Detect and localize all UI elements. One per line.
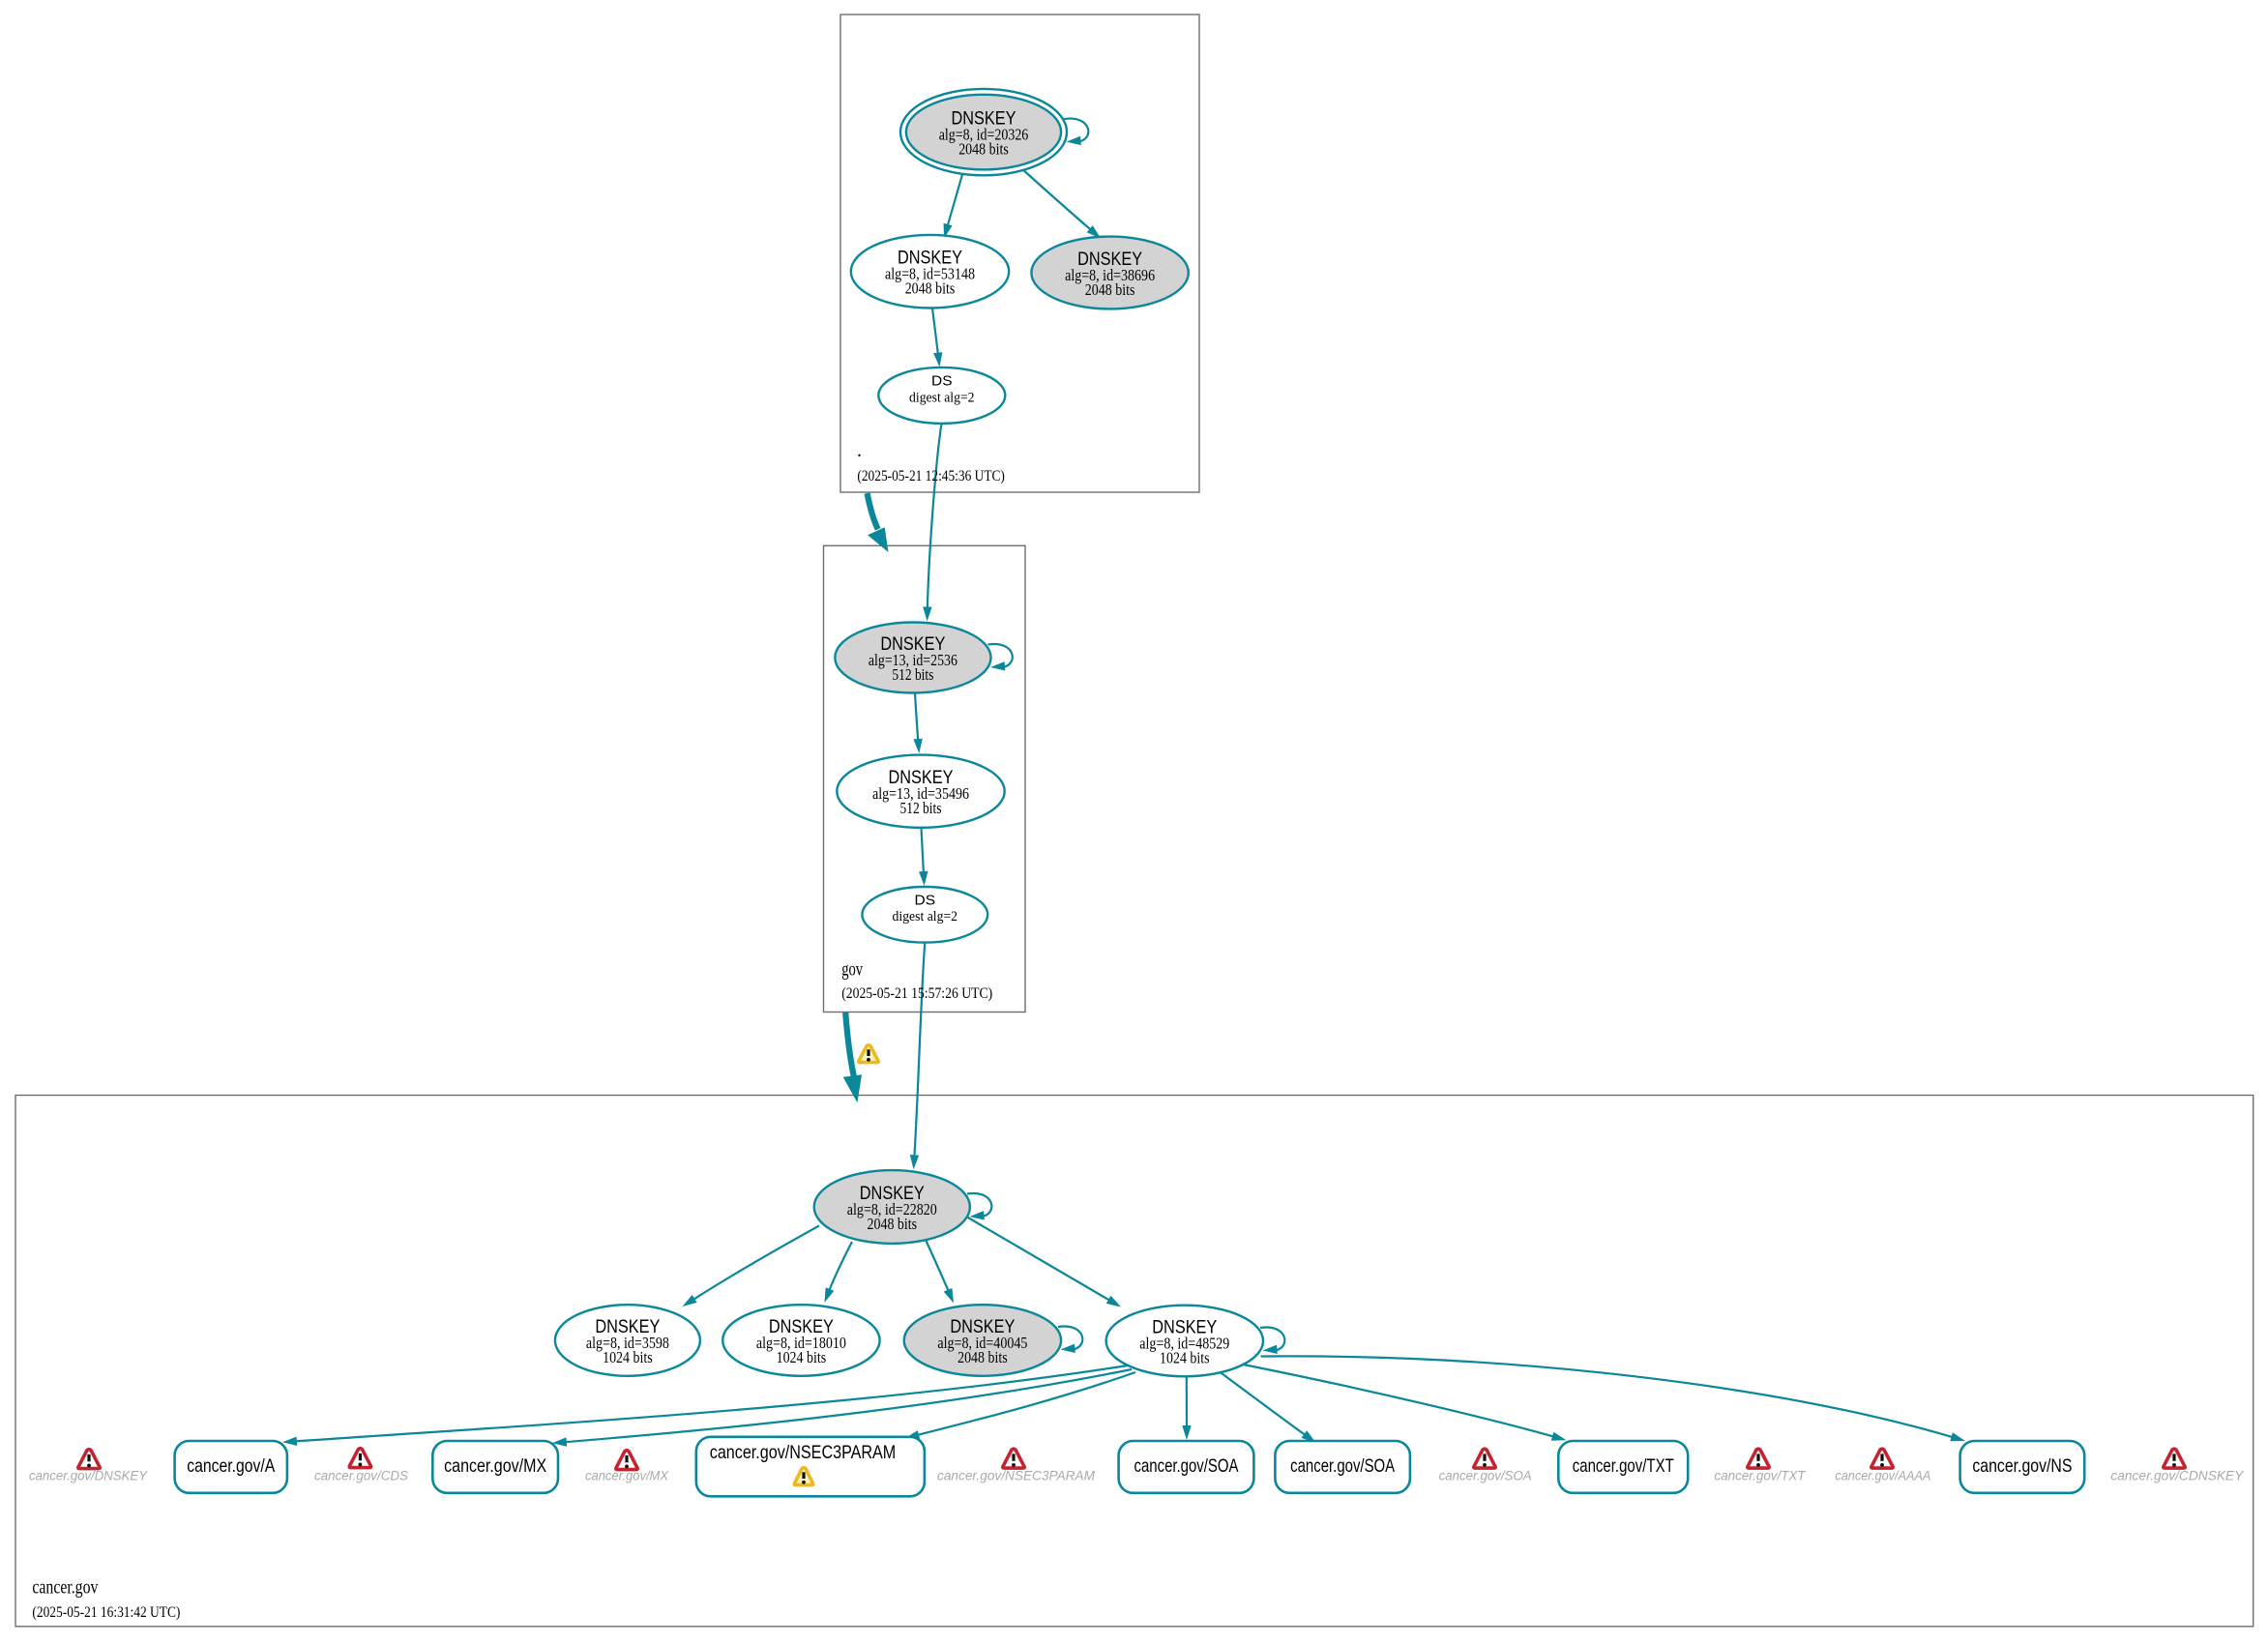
svg-text:2048 bits: 2048 bits xyxy=(868,1215,918,1233)
svg-text:DS: DS xyxy=(915,893,936,909)
svg-text:2048 bits: 2048 bits xyxy=(957,1348,1008,1366)
svg-text:alg=13, id=2536: alg=13, id=2536 xyxy=(869,651,957,669)
svg-text:(2025-05-21 16:31:42 UTC): (2025-05-21 16:31:42 UTC) xyxy=(32,1604,180,1621)
svg-text:cancer.gov/SOA: cancer.gov/SOA xyxy=(1134,1455,1239,1477)
svg-text:alg=8, id=18010: alg=8, id=18010 xyxy=(756,1334,846,1352)
svg-text:gov: gov xyxy=(841,959,863,981)
svg-text:cancer.gov/NSEC3PARAM: cancer.gov/NSEC3PARAM xyxy=(937,1469,1096,1483)
svg-text:(2025-05-21 12:45:36 UTC): (2025-05-21 12:45:36 UTC) xyxy=(857,468,1005,484)
svg-text:DNSKEY: DNSKEY xyxy=(860,1183,925,1204)
svg-text:2048 bits: 2048 bits xyxy=(958,140,1009,159)
svg-text:DNSKEY: DNSKEY xyxy=(950,1316,1015,1337)
svg-text:1024 bits: 1024 bits xyxy=(777,1348,827,1366)
svg-text:cancer.gov/NS: cancer.gov/NS xyxy=(1972,1455,2072,1477)
svg-text:alg=8, id=20326: alg=8, id=20326 xyxy=(939,125,1029,143)
svg-text:cancer.gov/MX: cancer.gov/MX xyxy=(444,1455,546,1477)
svg-text:cancer.gov/CDNSKEY: cancer.gov/CDNSKEY xyxy=(2110,1469,2244,1483)
svg-text:cancer.gov/MX: cancer.gov/MX xyxy=(585,1469,669,1483)
svg-text:DS: DS xyxy=(931,373,953,390)
svg-text:512 bits: 512 bits xyxy=(900,799,942,817)
svg-text:cancer.gov/NSEC3PARAM: cancer.gov/NSEC3PARAM xyxy=(710,1442,897,1463)
svg-text:DNSKEY: DNSKEY xyxy=(898,248,962,269)
svg-text:cancer.gov/A: cancer.gov/A xyxy=(187,1455,275,1477)
svg-text:alg=8, id=48529: alg=8, id=48529 xyxy=(1139,1334,1229,1352)
svg-text:alg=8, id=40045: alg=8, id=40045 xyxy=(937,1334,1027,1352)
svg-text:1024 bits: 1024 bits xyxy=(603,1348,653,1366)
svg-text:cancer.gov/TXT: cancer.gov/TXT xyxy=(1573,1455,1674,1477)
svg-text:(2025-05-21 15:57:26 UTC): (2025-05-21 15:57:26 UTC) xyxy=(841,985,992,1002)
svg-text:DNSKEY: DNSKEY xyxy=(595,1316,660,1337)
svg-text:alg=8, id=3598: alg=8, id=3598 xyxy=(586,1334,669,1352)
svg-text:DNSKEY: DNSKEY xyxy=(880,633,945,655)
svg-text:alg=13, id=35496: alg=13, id=35496 xyxy=(872,784,969,803)
svg-text:1024 bits: 1024 bits xyxy=(1160,1349,1210,1367)
svg-text:cancer.gov/CDS: cancer.gov/CDS xyxy=(314,1469,408,1483)
svg-text:digest alg=2: digest alg=2 xyxy=(909,390,975,405)
svg-text:alg=8, id=22820: alg=8, id=22820 xyxy=(847,1200,937,1218)
svg-text:alg=8, id=53148: alg=8, id=53148 xyxy=(885,265,975,283)
svg-text:cancer.gov/AAAA: cancer.gov/AAAA xyxy=(1835,1469,1930,1483)
svg-text:.: . xyxy=(857,440,862,461)
svg-text:DNSKEY: DNSKEY xyxy=(889,767,954,788)
svg-text:DNSKEY: DNSKEY xyxy=(769,1316,834,1337)
svg-text:DNSKEY: DNSKEY xyxy=(1152,1317,1217,1338)
svg-text:cancer.gov/SOA: cancer.gov/SOA xyxy=(1290,1455,1395,1477)
svg-text:2048 bits: 2048 bits xyxy=(905,279,956,298)
svg-text:2048 bits: 2048 bits xyxy=(1085,280,1135,299)
svg-text:cancer.gov: cancer.gov xyxy=(32,1576,98,1598)
svg-text:512 bits: 512 bits xyxy=(892,665,933,684)
svg-text:cancer.gov/DNSKEY: cancer.gov/DNSKEY xyxy=(29,1469,148,1483)
svg-text:digest alg=2: digest alg=2 xyxy=(893,909,958,925)
svg-text:cancer.gov/SOA: cancer.gov/SOA xyxy=(1439,1469,1532,1483)
svg-text:DNSKEY: DNSKEY xyxy=(1077,249,1142,270)
svg-text:cancer.gov/TXT: cancer.gov/TXT xyxy=(1715,1469,1808,1483)
svg-text:DNSKEY: DNSKEY xyxy=(952,108,1016,130)
svg-text:alg=8, id=38696: alg=8, id=38696 xyxy=(1065,266,1155,284)
